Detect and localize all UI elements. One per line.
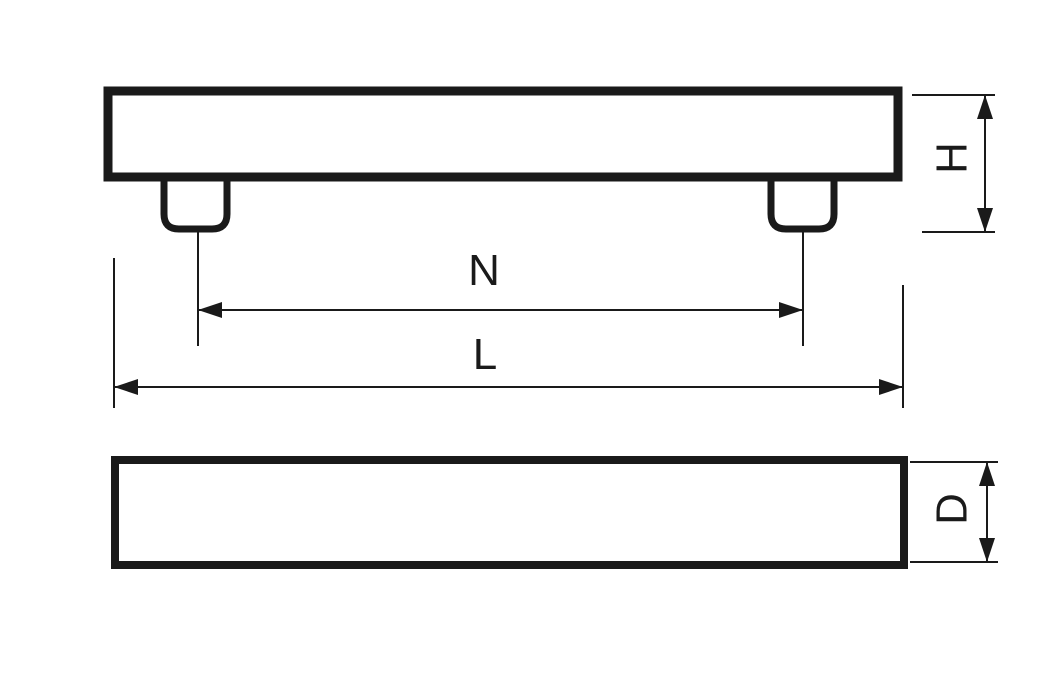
- height-label: H: [928, 142, 977, 174]
- top-view-bar: [111, 456, 908, 569]
- top-view: [111, 456, 908, 569]
- side-view-left-foot: [160, 181, 231, 233]
- side-view-right-foot: [767, 181, 838, 233]
- length-dimension: L: [113, 258, 904, 408]
- spacing-dimension: N: [197, 232, 804, 346]
- side-view: [103, 86, 903, 233]
- depth-label: D: [928, 493, 977, 525]
- length-label: L: [473, 330, 497, 379]
- height-dimension: H: [912, 94, 995, 233]
- side-view-bar: [103, 86, 903, 182]
- depth-dimension: D: [910, 461, 998, 563]
- spacing-label: N: [468, 246, 500, 295]
